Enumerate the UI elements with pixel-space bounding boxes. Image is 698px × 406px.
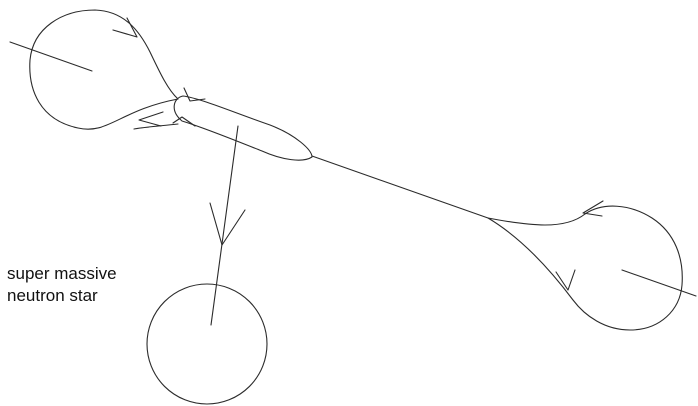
neutron-star-label-line1: super massive <box>7 264 117 283</box>
comet-body <box>174 96 312 160</box>
right-loop-arrow-top <box>583 201 603 216</box>
axis-line-right <box>312 156 488 218</box>
left-loop <box>30 10 178 129</box>
right-loop <box>488 206 682 330</box>
neutron-star-label-line2: neutron star <box>7 286 98 305</box>
infall-arrow <box>210 203 245 245</box>
left-loop-arrow-bottom <box>139 112 163 126</box>
neutron-star-circle <box>147 284 267 404</box>
axis-line-left <box>10 42 92 71</box>
infall-line <box>211 126 238 325</box>
axis-line-far-right <box>622 270 696 296</box>
right-loop-arrow-bottom <box>556 270 575 290</box>
